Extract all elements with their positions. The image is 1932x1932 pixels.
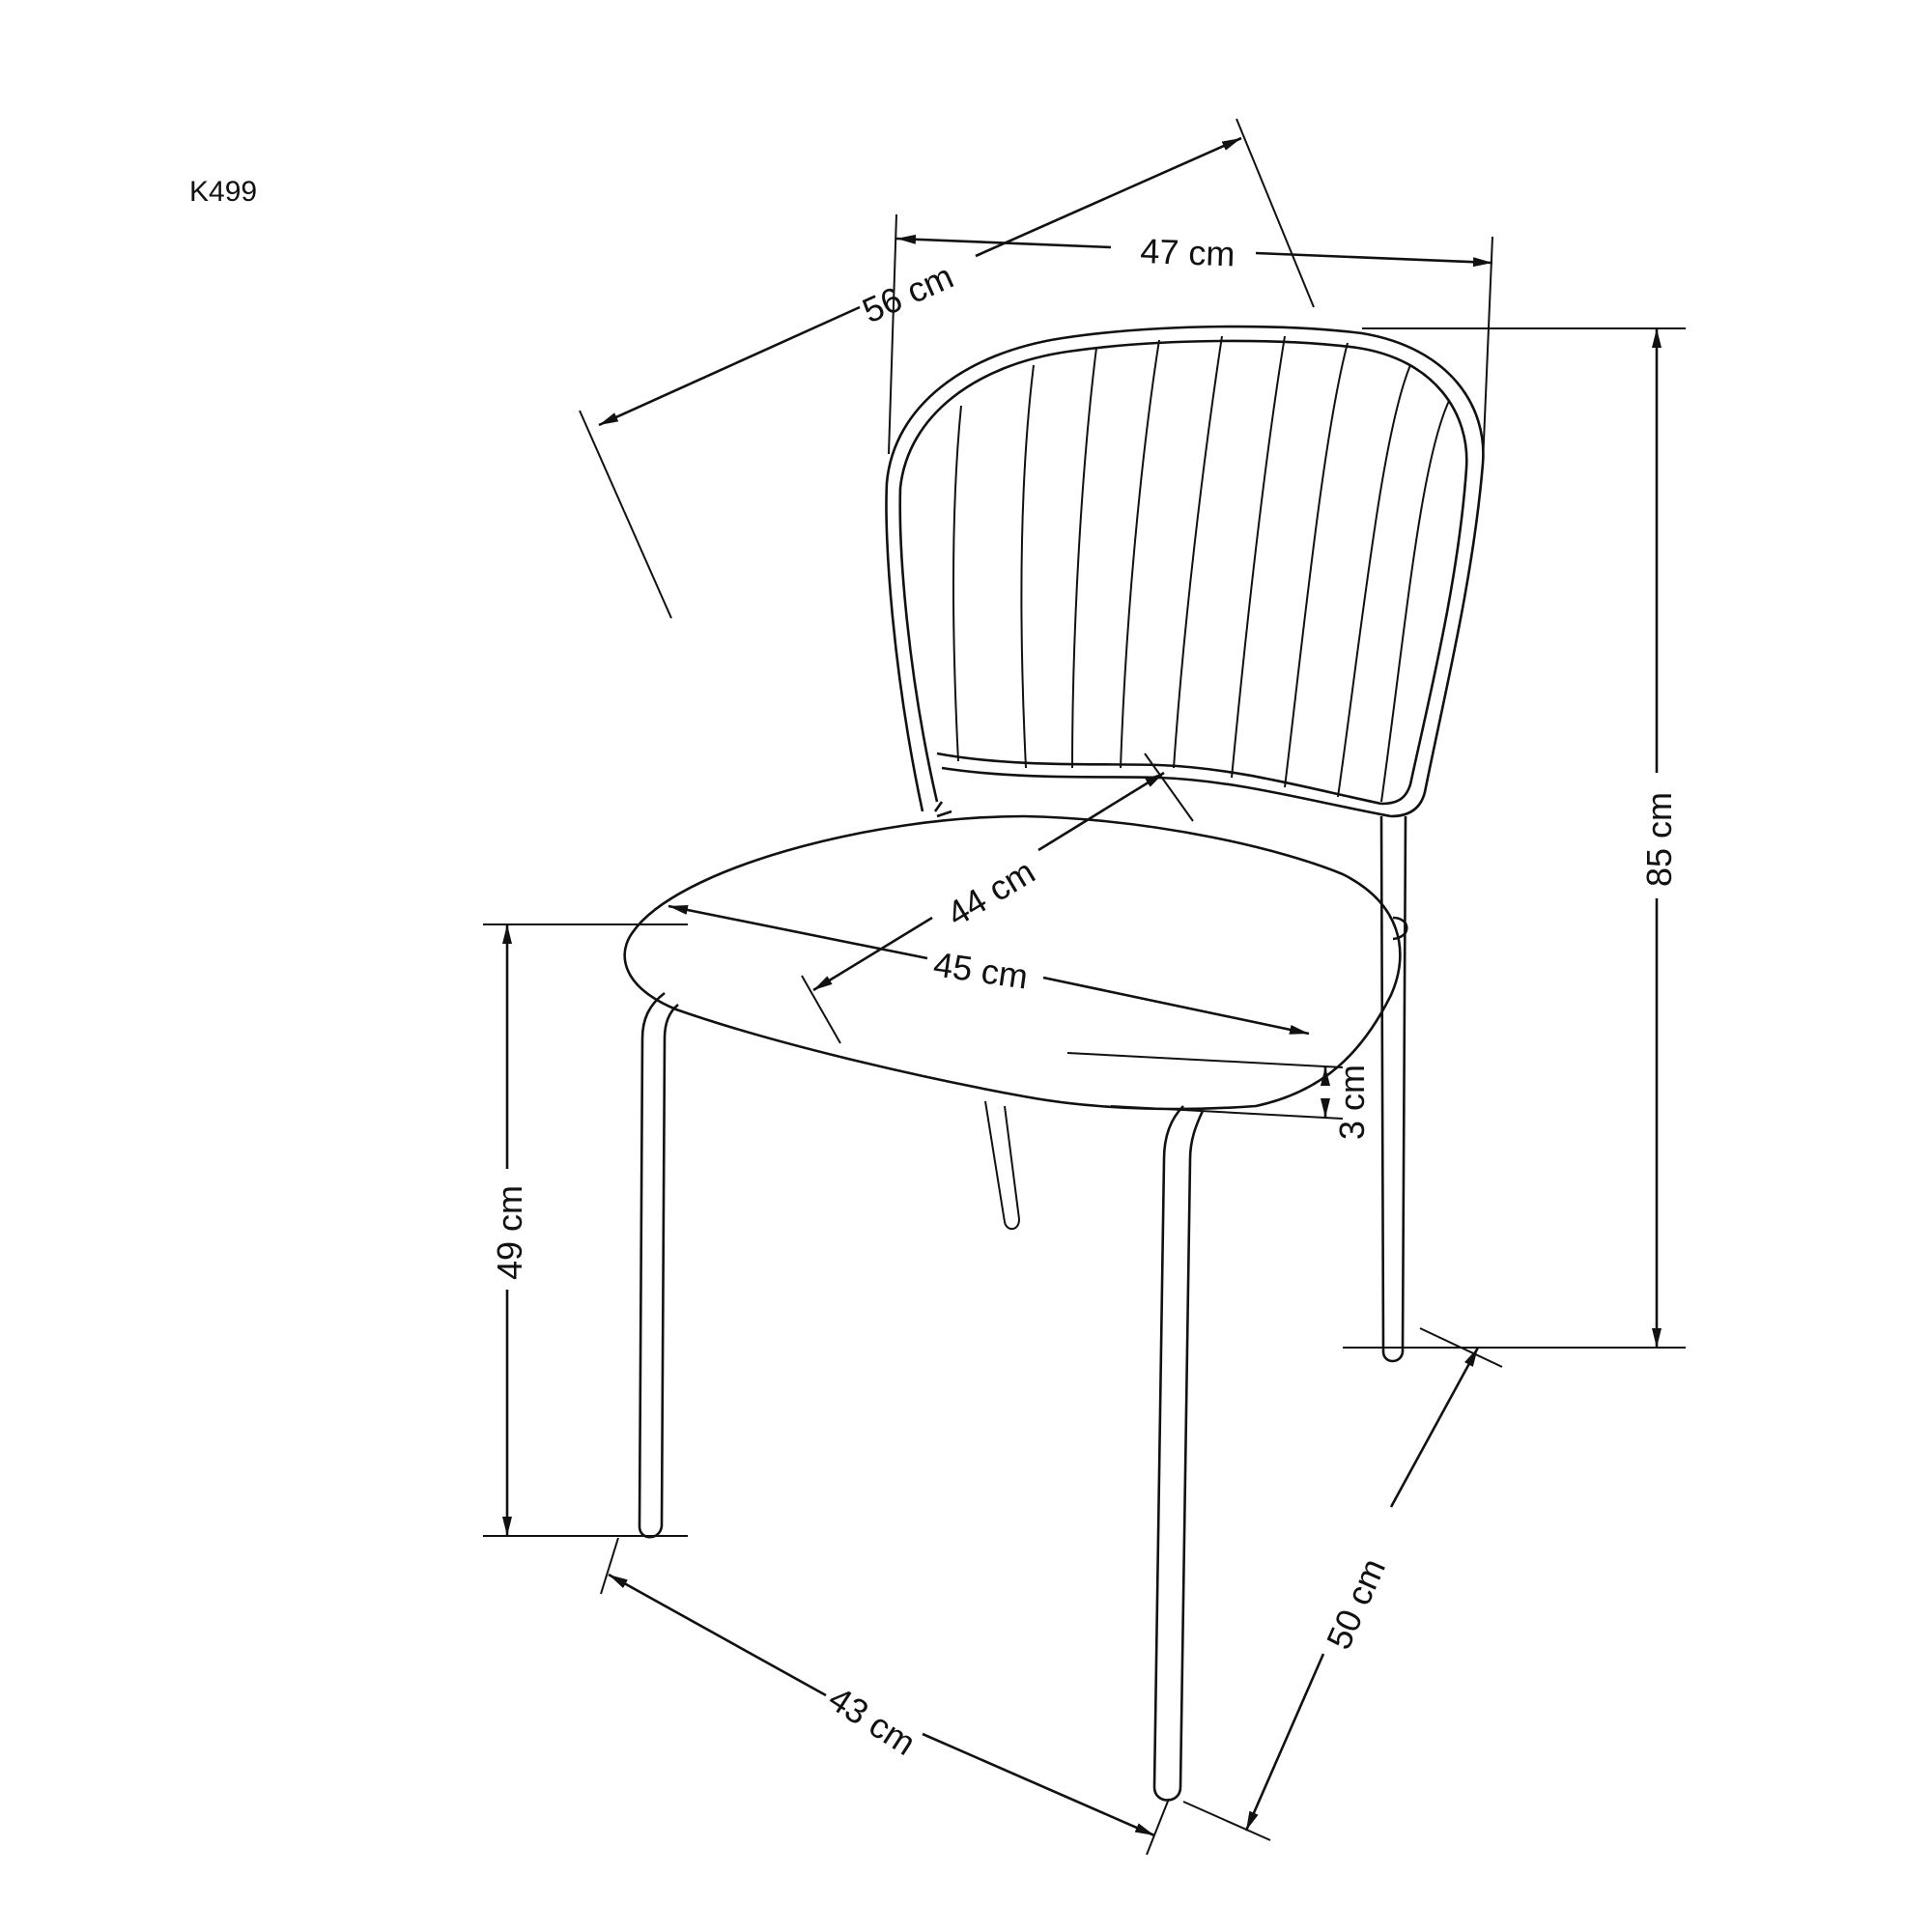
dim-seat-height-label: 49 cm (490, 1185, 529, 1280)
dim-height-total: 85 cm (1343, 327, 1686, 1349)
model-code-label: K499 (189, 176, 258, 208)
dim-width-total: 47 cm (888, 213, 1493, 465)
dim-seat-depth: 44 cm (801, 753, 1194, 1044)
chair-seat (623, 801, 1408, 1802)
dim-seat-thickness: 3 cm (1066, 1052, 1372, 1140)
dim-seat-depth-label: 44 cm (940, 851, 1041, 934)
dim-height-total-label: 85 cm (1639, 792, 1679, 887)
dim-depth-total-label: 56 cm (857, 256, 959, 330)
dim-leg-width-span-label: 43 cm (822, 1678, 923, 1763)
dim-leg-width-span: 43 cm (600, 1537, 1170, 1856)
dim-width-total-label: 47 cm (1140, 231, 1236, 273)
dim-leg-depth-span-label: 50 cm (1319, 1552, 1393, 1655)
dim-leg-depth-span: 50 cm (1182, 1327, 1503, 1841)
dim-seat-height: 49 cm (483, 923, 688, 1537)
dim-seat-width-label: 45 cm (931, 944, 1031, 996)
dim-depth-total: 56 cm (579, 118, 1315, 619)
chair-backrest (885, 325, 1485, 818)
dim-seat-width: 45 cm (668, 904, 1310, 1036)
dim-seat-thickness-label: 3 cm (1332, 1065, 1372, 1140)
